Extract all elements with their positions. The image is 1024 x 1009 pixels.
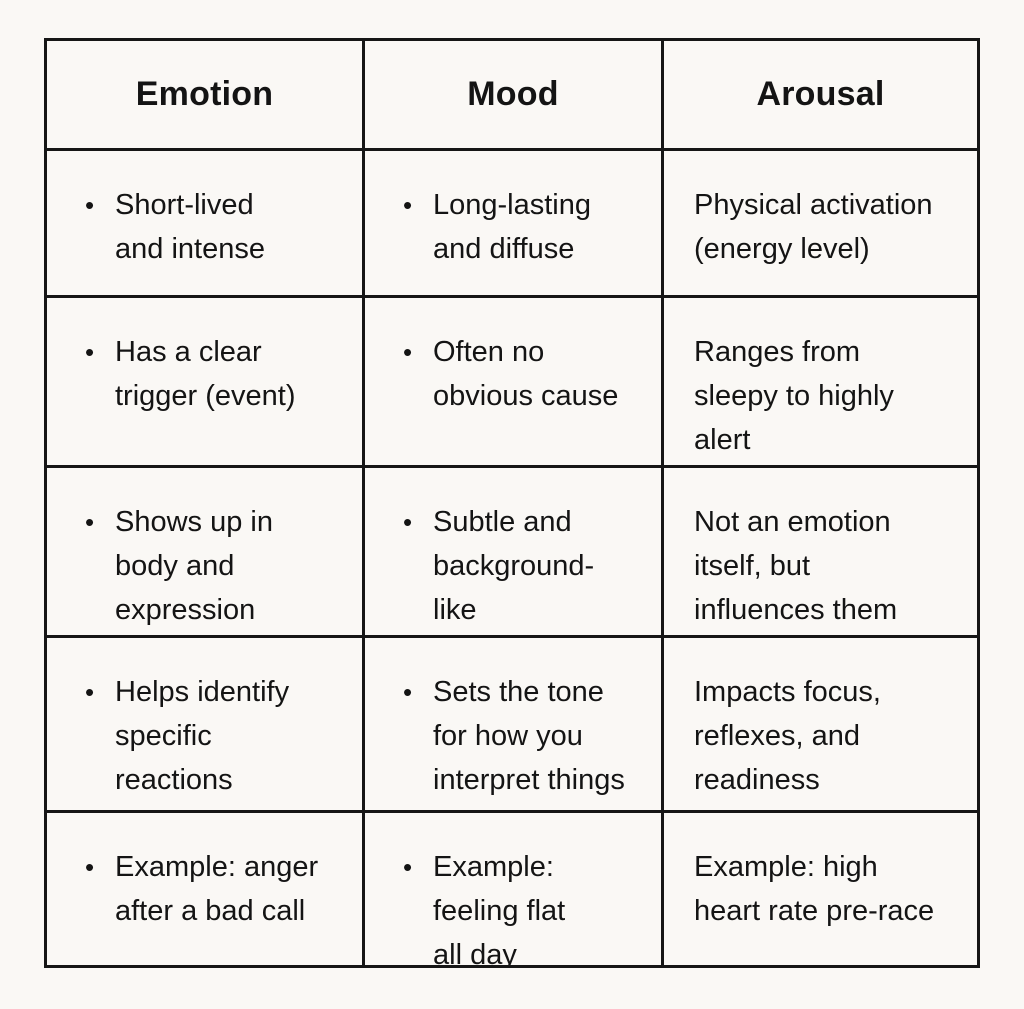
bullet-icon: • xyxy=(403,677,413,707)
table-cell-arousal-3: Not an emotion itself, but influences th… xyxy=(664,468,977,635)
bullet-icon: • xyxy=(85,852,95,882)
table-cell-emotion-4: • Helps identify specific reactions xyxy=(47,638,362,810)
bullet-icon: • xyxy=(85,190,95,220)
bullet-icon: • xyxy=(85,507,95,537)
cell-text: Ranges from sleepy to highly alert xyxy=(694,336,894,456)
bullet-icon: • xyxy=(403,852,413,882)
table-cell-emotion-5: • Example: anger after a bad call xyxy=(47,813,362,965)
table-cell-mood-1: • Long-lasting and diffuse xyxy=(365,151,661,295)
cell-text: Impacts focus, reflexes, and readiness xyxy=(694,676,881,796)
header-mood: Mood xyxy=(365,41,661,148)
table-cell-arousal-4: Impacts focus, reflexes, and readiness xyxy=(664,638,977,810)
cell-text: Example: high heart rate pre-race xyxy=(694,851,935,927)
cell-text: Not an emotion itself, but influences th… xyxy=(694,506,898,626)
cell-text: Example: feeling flat all day xyxy=(433,851,566,965)
comparison-table: Emotion Mood Arousal • Short-lived and i… xyxy=(44,38,980,968)
table-cell-arousal-2: Ranges from sleepy to highly alert xyxy=(664,298,977,465)
header-emotion: Emotion xyxy=(47,41,362,148)
bullet-icon: • xyxy=(403,337,413,367)
cell-text: Shows up in body and expression xyxy=(115,506,273,626)
table-cell-arousal-1: Physical activation (energy level) xyxy=(664,151,977,295)
table-cell-emotion-1: • Short-lived and intense xyxy=(47,151,362,295)
bullet-icon: • xyxy=(403,190,413,220)
cell-text: Short-lived and intense xyxy=(115,189,265,265)
table-cell-mood-5: • Example: feeling flat all day xyxy=(365,813,661,965)
cell-text: Sets the tone for how you interpret thin… xyxy=(433,676,625,796)
cell-text: Subtle and background- like xyxy=(433,506,595,626)
table-cell-arousal-5: Example: high heart rate pre-race xyxy=(664,813,977,965)
table-cell-mood-2: • Often no obvious cause xyxy=(365,298,661,465)
header-arousal: Arousal xyxy=(664,41,977,148)
cell-text: Long-lasting and diffuse xyxy=(433,189,591,265)
cell-text: Example: anger after a bad call xyxy=(115,851,319,927)
bullet-icon: • xyxy=(403,507,413,537)
table-cell-emotion-3: • Shows up in body and expression xyxy=(47,468,362,635)
table-cell-emotion-2: • Has a clear trigger (event) xyxy=(47,298,362,465)
bullet-icon: • xyxy=(85,337,95,367)
table-cell-mood-4: • Sets the tone for how you interpret th… xyxy=(365,638,661,810)
table-cell-mood-3: • Subtle and background- like xyxy=(365,468,661,635)
cell-text: Helps identify specific reactions xyxy=(115,676,290,796)
cell-text: Has a clear trigger (event) xyxy=(115,336,296,412)
bullet-icon: • xyxy=(85,677,95,707)
cell-text: Physical activation (energy level) xyxy=(694,189,933,265)
cell-text: Often no obvious cause xyxy=(433,336,619,412)
